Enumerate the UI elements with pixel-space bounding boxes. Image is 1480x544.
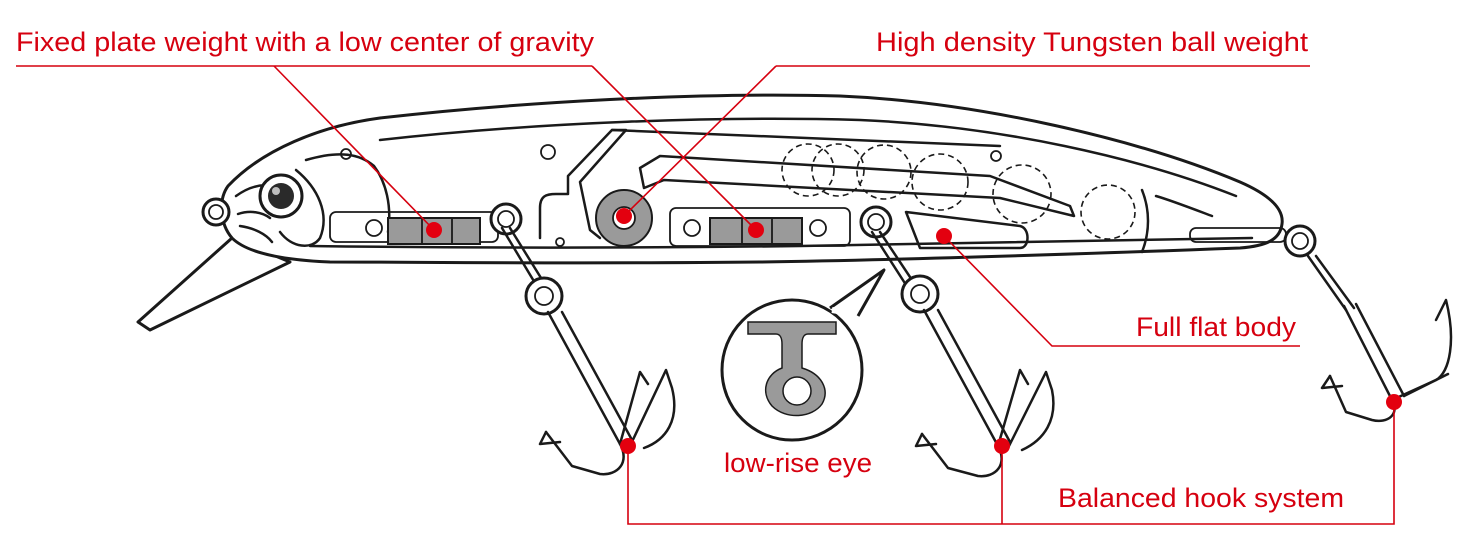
marker-front-plate [426,222,442,238]
marker-rear-hook [1386,394,1402,410]
marker-middle-hook [994,438,1010,454]
label-balanced-hook-system: Balanced hook system [1058,483,1344,513]
callout-lines [16,65,1395,525]
callout-markers [426,208,1402,454]
label-tungsten-ball-weight: High density Tungsten ball weight [876,27,1309,57]
lure-body [136,93,1317,332]
label-low-rise-eye: low-rise eye [724,448,872,478]
rear-treble-hook [1306,254,1453,423]
fixed-plate-weight-rear [709,217,803,245]
label-fixed-plate-weight: Fixed plate weight with a low center of … [16,27,595,57]
marker-tungsten [616,208,632,224]
front-treble-hook [500,226,676,476]
marker-rear-plate [748,222,764,238]
label-full-flat-body: Full flat body [1136,312,1297,342]
marker-flat-body [936,228,952,244]
low-rise-eye-detail [720,268,886,442]
rattle-chamber [781,143,1136,240]
marker-front-hook [620,438,636,454]
middle-treble-hook [870,230,1055,478]
